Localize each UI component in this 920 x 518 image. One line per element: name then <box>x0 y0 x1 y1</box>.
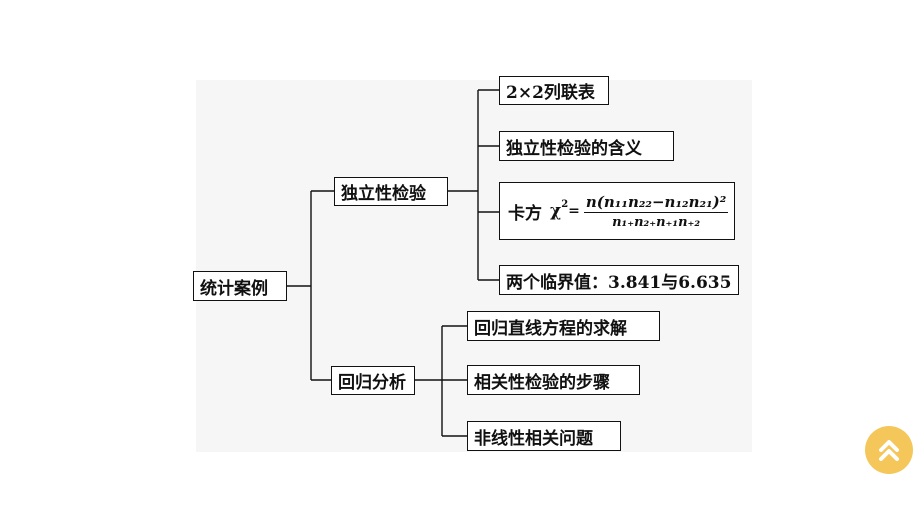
chi-symbol: χ <box>550 201 562 221</box>
node-contingency-table: 2×2列联表 <box>499 76 609 105</box>
chi-exponent: 2 <box>561 198 569 210</box>
node-regression-analysis-label: 回归分析 <box>338 373 406 393</box>
node-critical-values-label: 两个临界值：3.841与6.635 <box>506 272 732 293</box>
node-chi-square-formula: 卡方 χ 2 = n(n₁₁n₂₂−n₁₂n₂₁)² n₁₊n₂₊n₊₁n₊₂ <box>499 182 735 240</box>
formula-prefix: 卡方 <box>508 203 542 224</box>
node-regression-line: 回归直线方程的求解 <box>467 311 660 341</box>
node-root-label: 统计案例 <box>200 278 268 299</box>
node-independence-test-label: 独立性检验 <box>341 184 426 204</box>
double-chevron-up-icon <box>879 440 899 461</box>
node-nonlinear: 非线性相关问题 <box>467 421 621 451</box>
node-nonlinear-label: 非线性相关问题 <box>474 428 593 449</box>
node-regression-line-label: 回归直线方程的求解 <box>474 318 627 339</box>
node-contingency-table-label: 2×2列联表 <box>506 83 595 103</box>
node-independence-test: 独立性检验 <box>334 177 448 206</box>
formula-denominator: n₁₊n₂₊n₊₁n₊₂ <box>612 214 701 230</box>
node-root: 统计案例 <box>193 271 287 301</box>
scroll-top-button[interactable] <box>865 426 913 474</box>
node-test-meaning: 独立性检验的含义 <box>499 131 674 161</box>
chi-square-fraction: n(n₁₁n₂₂−n₁₂n₂₁)² n₁₊n₂₊n₊₁n₊₂ <box>583 192 729 230</box>
node-regression-analysis: 回归分析 <box>331 366 415 395</box>
equals-sign: = <box>568 203 580 219</box>
formula-numerator: n(n₁₁n₂₂−n₁₂n₂₁)² <box>583 192 729 213</box>
node-critical-values: 两个临界值：3.841与6.635 <box>499 265 739 295</box>
node-correlation-test: 相关性检验的步骤 <box>467 365 640 395</box>
node-test-meaning-label: 独立性检验的含义 <box>506 138 642 159</box>
node-correlation-test-label: 相关性检验的步骤 <box>474 372 610 393</box>
